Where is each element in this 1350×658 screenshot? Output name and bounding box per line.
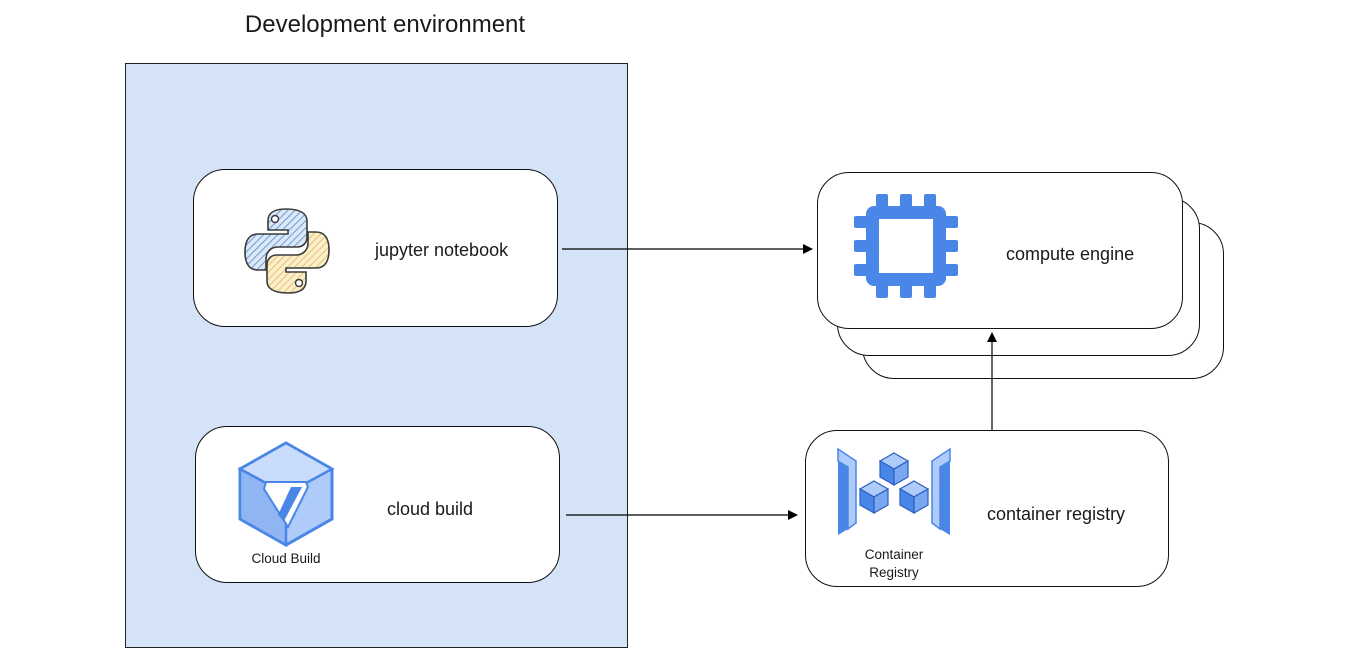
container-registry-icon [837,447,951,535]
container-registry-icon-caption-line1: Container [864,547,924,562]
container-registry-node[interactable]: Container Registry container registry [805,430,1169,587]
container-registry-label: container registry [987,504,1126,524]
compute-engine-node[interactable]: compute engine [817,172,1183,329]
python-icon [244,208,330,294]
cloud-build-node[interactable]: Cloud Build cloud build [195,426,560,583]
cloud-build-icon-caption: Cloud Build [251,551,321,566]
compute-engine-label: compute engine [1006,244,1135,264]
container-registry-icon-caption-line2: Registry [869,565,919,580]
diagram-title: Development environment [244,11,526,38]
jupyter-notebook-label: jupyter notebook [375,240,509,260]
compute-engine-icon [854,194,958,298]
cloud-build-label: cloud build [387,499,474,519]
jupyter-notebook-node[interactable]: jupyter notebook [193,169,558,327]
cloud-build-icon [237,441,335,548]
